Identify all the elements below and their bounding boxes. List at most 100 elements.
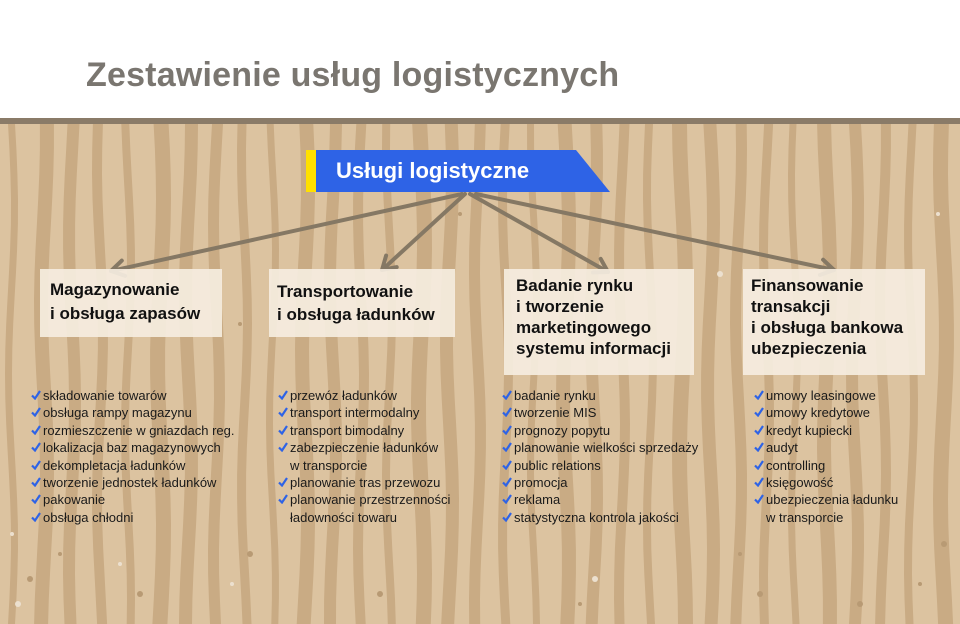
category-title-line: Transportowanie bbox=[277, 282, 414, 301]
check-icon bbox=[31, 494, 41, 505]
check-icon bbox=[754, 390, 764, 400]
wood-grain-stripe bbox=[933, 124, 954, 624]
root-label: Usługi logistyczne bbox=[336, 158, 530, 183]
speckle bbox=[717, 271, 723, 277]
wood-grain-stripe bbox=[208, 124, 225, 624]
root-node: Usługi logistyczne bbox=[306, 150, 610, 192]
wood-grain-stripe bbox=[440, 124, 459, 624]
list-item: promocja bbox=[502, 474, 698, 491]
list-item: pakowanie bbox=[31, 491, 234, 508]
category-title-line: marketingowego bbox=[516, 318, 652, 337]
list-item: tworzenie jednostek ładunków bbox=[31, 474, 234, 491]
check-icon bbox=[502, 425, 512, 435]
category-title-line: ubezpieczenia bbox=[751, 339, 867, 358]
page-title: Zestawienie usług logistycznych bbox=[86, 56, 620, 94]
wood-grain-stripe bbox=[121, 124, 135, 624]
root-banner-shape bbox=[306, 150, 610, 192]
wood-grain-stripe bbox=[5, 124, 18, 624]
list-item: umowy kredytowe bbox=[754, 404, 898, 421]
wood-grain-stripe bbox=[92, 124, 108, 624]
wood-grain-stripe bbox=[382, 124, 396, 624]
check-icon bbox=[754, 477, 764, 488]
category-box-market-research: Badanie rynku i tworzenie marketingowego… bbox=[504, 269, 694, 375]
category-title-line: Badanie rynku bbox=[516, 276, 634, 295]
list-item: transport intermodalny bbox=[278, 404, 450, 421]
speckle bbox=[578, 602, 582, 606]
category-title-line: Finansowanie bbox=[751, 276, 864, 295]
wood-grain-stripe bbox=[34, 124, 54, 624]
speckle bbox=[27, 576, 33, 582]
service-list-finance: umowy leasingowe umowy kredytowe kredyt … bbox=[754, 387, 898, 526]
category-title-line: systemu informacji bbox=[516, 339, 671, 358]
speckle bbox=[592, 576, 598, 582]
category-title-line: Magazynowanie bbox=[50, 280, 180, 299]
list-item: przewóz ładunków bbox=[278, 387, 450, 404]
check-icon bbox=[278, 442, 288, 453]
list-item: controlling bbox=[754, 457, 898, 474]
speckle bbox=[377, 591, 383, 597]
list-item: public relations bbox=[502, 457, 698, 474]
check-icon bbox=[502, 512, 512, 522]
category-title-transport: Transportowanie i obsługa ładunków bbox=[277, 281, 435, 325]
wood-grain-stripe bbox=[63, 124, 81, 624]
check-icon bbox=[278, 407, 288, 418]
check-icon bbox=[31, 407, 41, 418]
check-icon bbox=[278, 477, 288, 488]
list-item: księgowość bbox=[754, 474, 898, 491]
list-item: obsługa chłodni bbox=[31, 509, 234, 526]
category-title-line: i obsługa ładunków bbox=[277, 305, 435, 324]
check-icon bbox=[31, 460, 41, 470]
check-icon bbox=[502, 477, 512, 488]
check-icon bbox=[31, 477, 41, 488]
list-item: obsługa rampy magazynu bbox=[31, 404, 234, 421]
check-icon bbox=[31, 442, 41, 453]
check-icon bbox=[502, 494, 512, 505]
speckle bbox=[238, 322, 242, 326]
category-box-finance: Finansowanie transakcji i obsługa bankow… bbox=[743, 269, 925, 375]
service-list-storage: składowanie towarów obsługa rampy magazy… bbox=[31, 387, 234, 526]
list-item: planowanie wielkości sprzedaży bbox=[502, 439, 698, 456]
speckle bbox=[10, 532, 14, 536]
category-title-line: i tworzenie bbox=[516, 297, 604, 316]
wood-grain-stripe bbox=[469, 124, 486, 624]
wood-grain-stripe bbox=[266, 124, 279, 624]
list-item: planowanie tras przewozu bbox=[278, 474, 450, 491]
category-box-transport: Transportowanie i obsługa ładunków bbox=[269, 269, 455, 337]
list-item: umowy leasingowe bbox=[754, 387, 898, 404]
wood-grain-stripe bbox=[179, 124, 198, 624]
category-title-market-research: Badanie rynku i tworzenie marketingowego… bbox=[516, 275, 671, 359]
check-icon bbox=[502, 460, 512, 470]
speckle bbox=[918, 582, 922, 586]
category-box-storage: Magazynowanie i obsługa zapasów bbox=[40, 269, 222, 337]
list-item: audyt bbox=[754, 439, 898, 456]
wood-grain-stripe bbox=[324, 124, 342, 624]
list-item: tworzenie MIS bbox=[502, 404, 698, 421]
wood-grain-stripe bbox=[701, 124, 720, 624]
list-item: dekompletacja ładunków bbox=[31, 457, 234, 474]
category-title-line: i obsługa zapasów bbox=[50, 304, 201, 323]
list-item: składowanie towarów bbox=[31, 387, 234, 404]
check-icon bbox=[278, 494, 288, 505]
category-title-storage: Magazynowanie i obsługa zapasów bbox=[50, 279, 200, 324]
wood-grain-stripe bbox=[353, 124, 369, 624]
speckle bbox=[15, 601, 21, 607]
check-icon bbox=[754, 494, 764, 505]
list-item: rozmieszczenie w gniazdach reg. bbox=[31, 422, 234, 439]
list-item: kredyt kupiecki bbox=[754, 422, 898, 439]
speckle bbox=[230, 582, 234, 586]
wood-grain-stripe bbox=[411, 124, 432, 624]
wood-grain-stripe bbox=[150, 124, 171, 624]
list-item: badanie rynku bbox=[502, 387, 698, 404]
check-icon bbox=[754, 460, 764, 470]
category-title-line: i obsługa bankowa bbox=[751, 318, 904, 337]
check-icon bbox=[502, 407, 512, 418]
speckle bbox=[247, 551, 253, 557]
check-icon bbox=[31, 425, 41, 435]
check-icon bbox=[754, 407, 764, 418]
wood-grain-stripe bbox=[237, 124, 252, 624]
category-title-line: transakcji bbox=[751, 297, 831, 316]
check-icon bbox=[278, 425, 288, 435]
